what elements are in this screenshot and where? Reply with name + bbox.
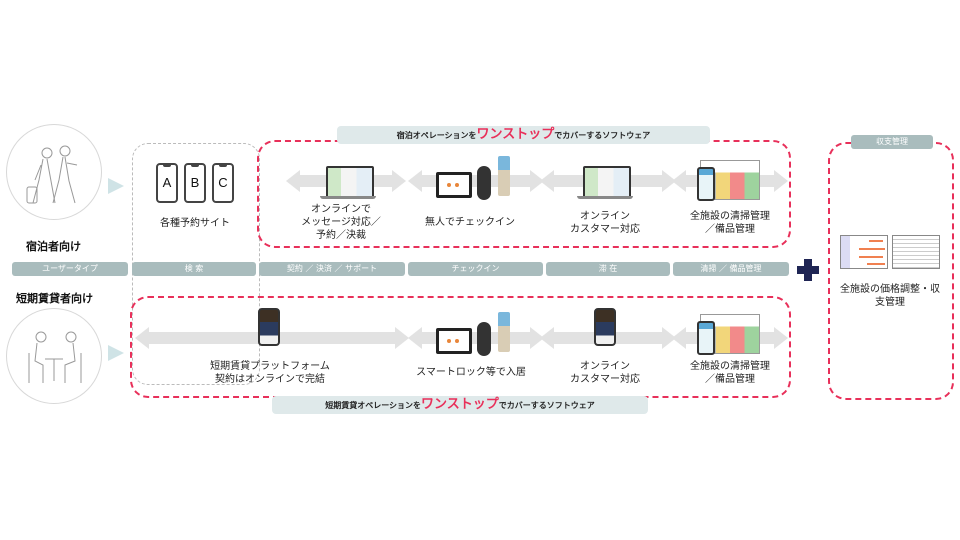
short-term-arrow-icon <box>108 345 124 361</box>
messaging-laptop-icon <box>326 166 374 198</box>
caption-line: カスタマー対応 <box>570 224 640 235</box>
short-term-user-label: 短期賃貸者向け <box>16 292 93 305</box>
short-step-1-caption: 短期賃貸プラットフォーム 契約はオンラインで完結 <box>205 360 335 386</box>
short-step-4-caption: 全施設の清掃管理 ／備品管理 <box>680 360 780 386</box>
checkin-kiosk-icon <box>498 312 510 352</box>
smart-lock-icon <box>477 322 491 356</box>
arrow-left-icon <box>672 170 686 192</box>
caption-line: オンラインで <box>311 204 371 215</box>
arrow-left-icon <box>540 327 554 349</box>
booking-sites-caption: 各種予約サイト <box>160 218 230 229</box>
stage-checkin: チェックイン <box>408 262 543 276</box>
stage-contract: 契約 ／ 決済 ／ サポート <box>259 262 405 276</box>
banner-highlight: ワンストップ <box>476 127 555 142</box>
banner-prefix: 短期賃貸オペレーションを <box>325 401 422 410</box>
finance-title: 収支管理 <box>851 135 933 149</box>
lodging-user-illustration <box>6 124 102 220</box>
lodging-step-4-caption: 全施設の清掃管理 ／備品管理 <box>680 210 780 236</box>
laptop-base <box>577 196 633 199</box>
caption-line: 全施設の価格調整・収 <box>840 284 940 295</box>
caption-line: 契約はオンラインで完結 <box>215 374 325 385</box>
arrow-right-icon <box>774 327 788 349</box>
short-term-software-banner: 短期賃貸オペレーションをワンストップでカバーするソフトウェア <box>272 396 648 414</box>
price-chart-icon <box>840 235 888 269</box>
arrow-left-icon <box>135 327 149 349</box>
lodging-user-label: 宿泊者向け <box>26 240 81 253</box>
caption-line: 支管理 <box>875 297 905 308</box>
stage-stay: 滞 在 <box>546 262 670 276</box>
caption-line: ／備品管理 <box>705 374 755 385</box>
support-phone-icon <box>594 308 616 346</box>
short-term-user-illustration <box>6 308 102 404</box>
arrow-left-icon <box>408 327 422 349</box>
banner-highlight: ワンストップ <box>421 397 499 412</box>
arrow-right-icon <box>395 327 409 349</box>
banner-prefix: 宿泊オペレーションを <box>396 131 477 140</box>
caption-line: オンライン <box>580 211 630 222</box>
checkin-tablet-icon <box>436 172 472 198</box>
support-laptop-icon <box>583 166 631 198</box>
lodging-step-1-caption: オンラインで メッセージ対応／ 予約／決裁 <box>296 203 386 242</box>
caption-line: カスタマー対応 <box>570 374 640 385</box>
banner-suffix: でカバーするソフトウェア <box>498 401 595 410</box>
arrow-left-icon <box>408 170 422 192</box>
caption-line: 無人でチェックイン <box>425 217 515 228</box>
meeting-icon <box>28 331 82 383</box>
arrow-left-icon <box>672 327 686 349</box>
cleaning-mobile-icon <box>697 321 715 355</box>
short-step-2-caption: スマートロック等で入居 <box>416 366 526 379</box>
stage-cleaning: 清掃 ／ 備品管理 <box>673 262 789 276</box>
lodging-step-2-caption: 無人でチェックイン <box>420 216 520 229</box>
caption-line: 全施設の清掃管理 <box>690 361 770 372</box>
caption-line: オンライン <box>580 361 630 372</box>
checkin-tablet-icon <box>436 328 472 354</box>
banner-suffix: でカバーするソフトウェア <box>554 131 651 140</box>
stage-user-type: ユーザータイプ <box>12 262 128 276</box>
checkin-kiosk-icon <box>498 156 510 196</box>
caption-line: ／備品管理 <box>705 224 755 235</box>
lodging-arrow-icon <box>108 178 124 194</box>
finance-caption: 全施設の価格調整・収 支管理 <box>834 283 946 309</box>
cleaning-mobile-icon <box>697 167 715 201</box>
booking-site-c-icon: C <box>212 163 234 203</box>
booking-site-a-icon: A <box>156 163 178 203</box>
caption-line: 短期賃貸プラットフォーム <box>210 361 330 372</box>
arrow-right-icon <box>392 170 406 192</box>
short-step-3-caption: オンライン カスタマー対応 <box>560 360 650 386</box>
caption-line: 全施設の清掃管理 <box>690 211 770 222</box>
finance-box <box>828 142 954 400</box>
caption-line: メッセージ対応／ <box>301 217 381 228</box>
laptop-base <box>320 196 376 199</box>
smart-lock-icon <box>477 166 491 200</box>
arrow-right-icon <box>774 170 788 192</box>
caption-line: 予約／決裁 <box>316 230 366 241</box>
stage-search: 検 索 <box>132 262 256 276</box>
caption-line: スマートロック等で入居 <box>416 367 526 378</box>
arrow-left-icon <box>286 170 300 192</box>
arrow-left-icon <box>540 170 554 192</box>
booking-site-b-icon: B <box>184 163 206 203</box>
finance-report-icon <box>892 235 940 269</box>
rental-platform-phone-icon <box>258 308 280 346</box>
travelers-icon <box>26 145 78 204</box>
lodging-step-3-caption: オンライン カスタマー対応 <box>560 210 650 236</box>
lodging-software-banner: 宿泊オペレーションをワンストップでカバーするソフトウェア <box>337 126 710 144</box>
